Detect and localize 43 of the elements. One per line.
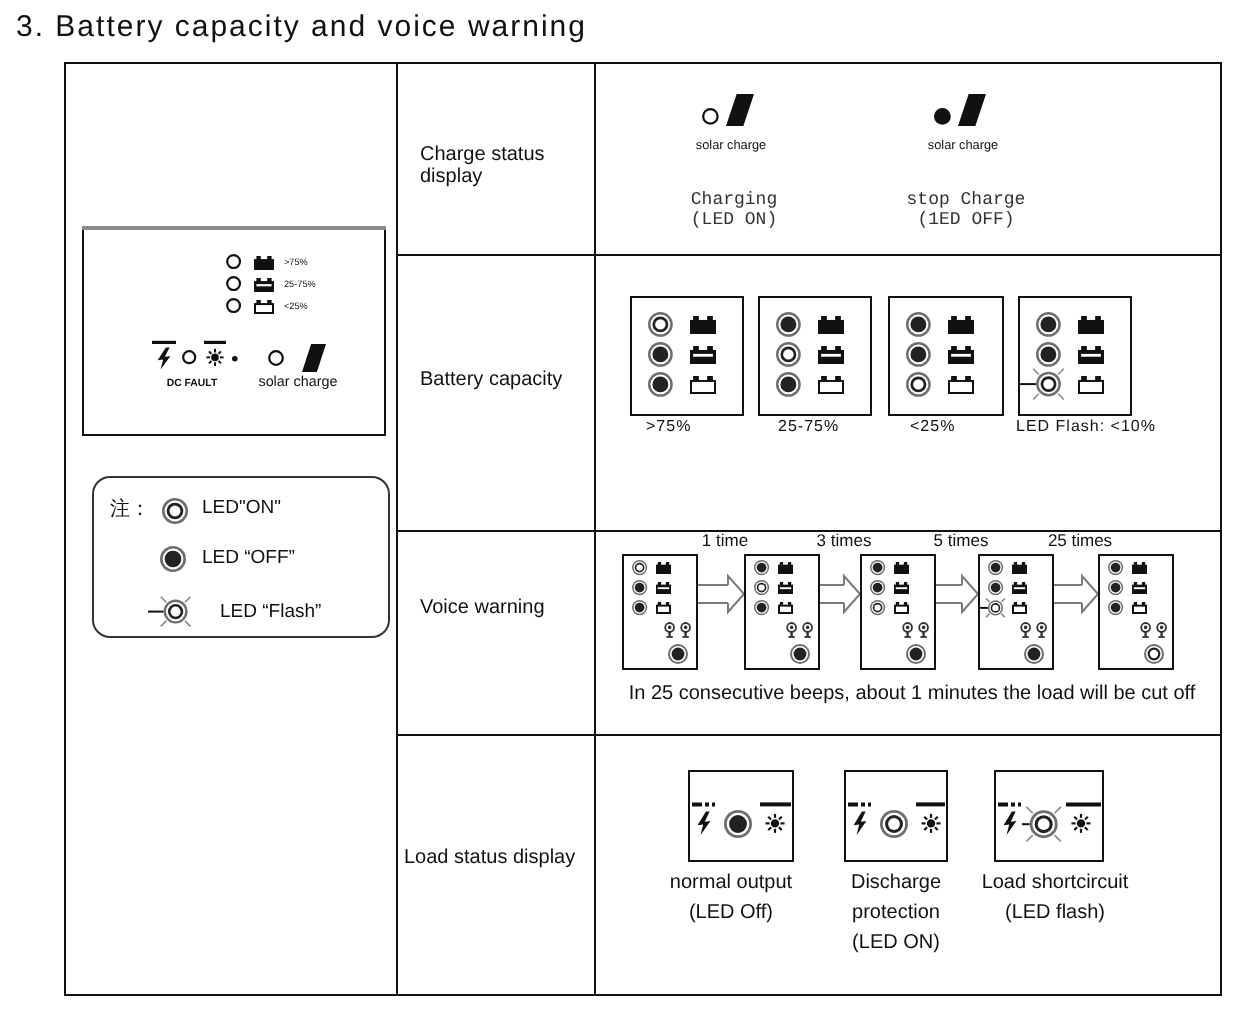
status-caption: normal output (LED Off) <box>667 870 795 928</box>
table-cell <box>594 62 1222 256</box>
display-box <box>630 296 744 416</box>
table-cell <box>594 734 1222 996</box>
caption-text: In 25 consecutive beeps, about 1 minutes the load will be cut off <box>628 682 1196 706</box>
display-box <box>978 554 1054 670</box>
row-label: Battery capacity <box>420 369 563 391</box>
row-label: Load status display <box>404 847 576 869</box>
level-label: <25% <box>910 416 956 436</box>
status-caption: Charging (LED ON) <box>688 190 780 230</box>
display-box <box>1098 554 1174 670</box>
arrow <box>935 575 979 613</box>
display-box <box>622 554 698 670</box>
legend-text: LED “OFF” <box>202 549 295 571</box>
display-box <box>888 296 1004 416</box>
display-panel <box>82 226 386 436</box>
legend-text: LED"ON" <box>202 499 281 521</box>
edge-label: 25 times <box>1047 532 1113 552</box>
status-caption: stop Charge (1ED OFF) <box>905 190 1027 230</box>
row-label: Voice warning <box>420 597 545 619</box>
status-caption: Discharge protection (LED ON) <box>849 870 943 958</box>
arrow <box>697 575 745 613</box>
level-label: >75% <box>646 416 692 436</box>
legend-text: LED “Flash” <box>220 603 322 625</box>
display-box <box>744 554 820 670</box>
display-box <box>758 296 872 416</box>
level-label: LED Flash: <10% <box>1016 416 1156 436</box>
level-label: 25-75% <box>778 416 840 436</box>
arrow <box>1053 575 1099 613</box>
arrow <box>819 575 861 613</box>
table-cell <box>64 62 398 996</box>
edge-label: 3 times <box>816 532 872 552</box>
row-label: Charge status display <box>420 144 547 188</box>
display-box <box>844 770 948 862</box>
edge-label: 1 time <box>701 532 749 552</box>
display-box <box>688 770 794 862</box>
title: 3. Battery capacity and voice warning <box>16 10 587 46</box>
note-label: 注： <box>110 498 150 522</box>
display-box <box>994 770 1104 862</box>
display-box <box>1018 296 1132 416</box>
edge-label: 5 times <box>933 532 989 552</box>
display-box <box>860 554 936 670</box>
status-caption: Load shortcircuit (LED flash) <box>979 870 1131 928</box>
